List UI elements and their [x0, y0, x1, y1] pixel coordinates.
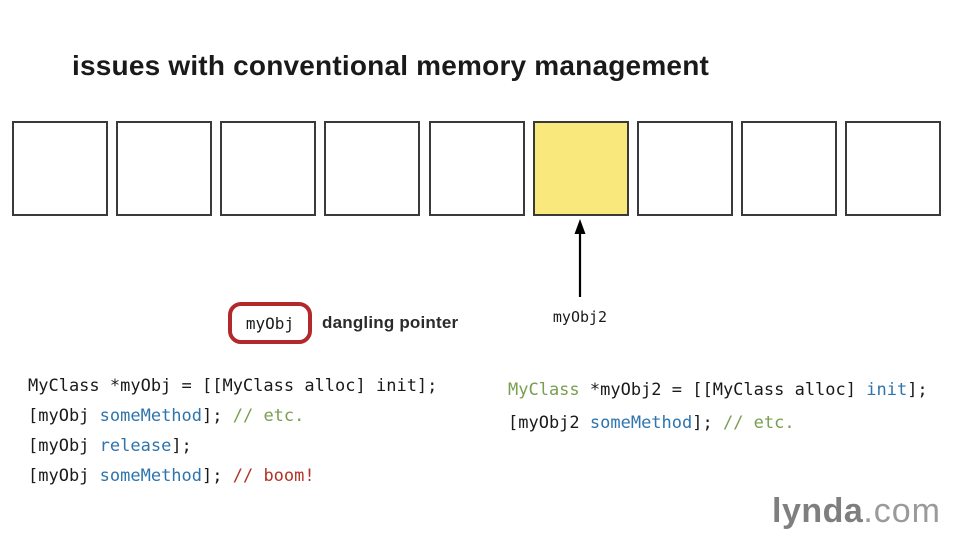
- memory-cell: [740, 121, 837, 216]
- memory-cell: [428, 121, 525, 216]
- memory-cell: [324, 121, 421, 216]
- myobj-label: myObj: [245, 313, 295, 333]
- memory-cell: [636, 121, 733, 216]
- memory-cell-allocated: [532, 121, 629, 216]
- page-title: issues with conventional memory manageme…: [72, 50, 710, 81]
- code-line: [myObj2 someMethod]; // etc.: [508, 413, 795, 433]
- memory-cell: [845, 121, 941, 216]
- code-block-left: MyClass *myObj = [[MyClass alloc] init];…: [28, 371, 437, 491]
- code-line: [myObj someMethod]; // etc.: [28, 406, 305, 426]
- lynda-logo-light: .com: [863, 492, 941, 530]
- pointer-arrow: [574, 219, 586, 297]
- code-line: [myObj release];: [28, 436, 192, 456]
- myobj2-label: myObj2: [552, 308, 608, 326]
- memory-cell: [116, 121, 213, 216]
- memory-cell: [12, 121, 108, 216]
- lynda-logo: lynda.com: [772, 492, 941, 530]
- lynda-logo-bold: lynda: [772, 492, 864, 530]
- code-line: [myObj someMethod]; // boom!: [28, 466, 315, 486]
- memory-cell: [220, 121, 317, 216]
- dangling-pointer-label: dangling pointer: [322, 313, 459, 332]
- code-line: MyClass *myObj2 = [[MyClass alloc] init]…: [508, 380, 928, 400]
- code-block-right: MyClass *myObj2 = [[MyClass alloc] init]…: [508, 374, 928, 440]
- myobj-pointer-box: myObj: [228, 302, 312, 344]
- memory-row: [12, 121, 941, 216]
- code-line: MyClass *myObj = [[MyClass alloc] init];: [28, 376, 438, 396]
